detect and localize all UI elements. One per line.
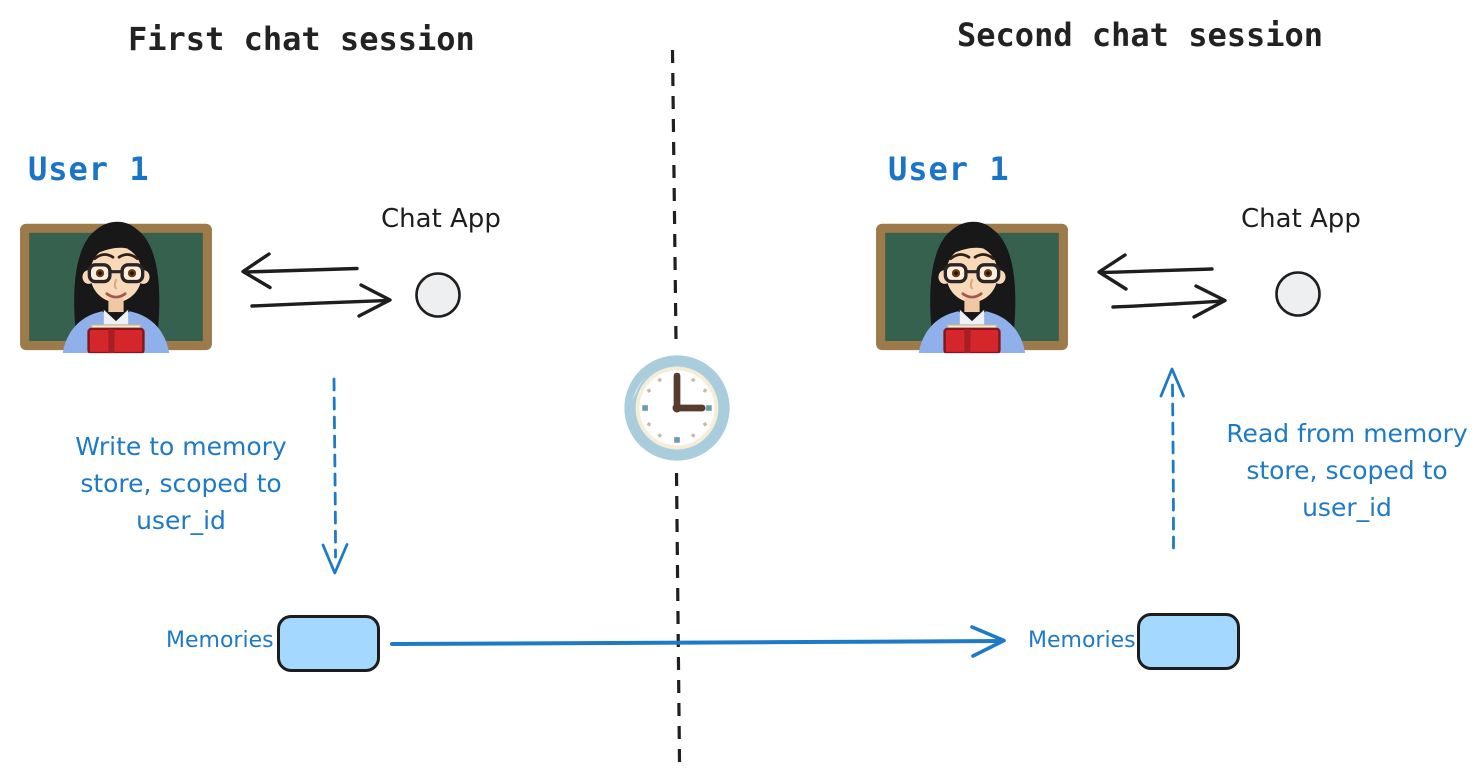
left-arrow-to-user-head (241, 252, 272, 290)
memories-transfer-arrow (390, 625, 1006, 658)
left-user-app-arrows (241, 252, 392, 318)
right-memories-label: Memories (1028, 628, 1136, 653)
right-arrow-to-app-shaft (1111, 299, 1225, 309)
right-user-app-arrows (1097, 253, 1227, 319)
left-memory-note-line: user_id (136, 506, 226, 535)
first-session-title: First chat session (128, 20, 475, 58)
right-memory-note-line: user_id (1302, 493, 1392, 522)
left-chat-app-label: Chat App (381, 204, 501, 234)
right-arrow-to-user-shaft (1099, 267, 1214, 275)
memories-transfer-arrow-head (970, 625, 1006, 658)
read-memory-arrow (1159, 367, 1185, 551)
right-arrow-to-app-head (1192, 284, 1227, 319)
right-memory-note: Read from memory store, scoped to user_i… (1218, 415, 1476, 526)
session-divider-line-top (670, 49, 678, 342)
session-divider-line-bottom (674, 472, 682, 763)
read-memory-arrow-shaft (1171, 383, 1175, 551)
left-memories-label: Memories (166, 628, 274, 653)
left-user-label: User 1 (28, 150, 150, 188)
left-arrow-to-app-head (357, 283, 392, 318)
left-memories-box (277, 615, 380, 672)
left-arrow-to-app-shaft (250, 298, 390, 308)
read-memory-arrow-head (1159, 367, 1185, 398)
memories-transfer-arrow-shaft (390, 639, 1003, 646)
write-memory-arrow-shaft (332, 377, 337, 559)
right-memory-note-line: Read from memory (1226, 419, 1468, 448)
left-memory-note-line: store, scoped to (80, 469, 282, 498)
left-woman-teacher-icon (17, 196, 215, 358)
write-memory-arrow-head (321, 543, 349, 575)
right-chat-app-node (1275, 271, 1321, 317)
right-memory-note-line: store, scoped to (1246, 456, 1448, 485)
second-session-title: Second chat session (957, 16, 1324, 54)
right-chat-app-label: Chat App (1241, 204, 1361, 234)
right-arrow-to-user-head (1097, 253, 1128, 291)
left-arrow-to-user-shaft (244, 266, 359, 274)
write-memory-arrow (321, 377, 349, 575)
left-memory-note: Write to memory store, scoped to user_id (55, 428, 307, 539)
clock-icon (621, 352, 733, 464)
left-chat-app-node (415, 272, 461, 318)
right-memories-box (1137, 613, 1240, 670)
right-user-label: User 1 (888, 150, 1010, 188)
right-woman-teacher-icon (873, 196, 1071, 358)
left-memory-note-line: Write to memory (75, 432, 287, 461)
